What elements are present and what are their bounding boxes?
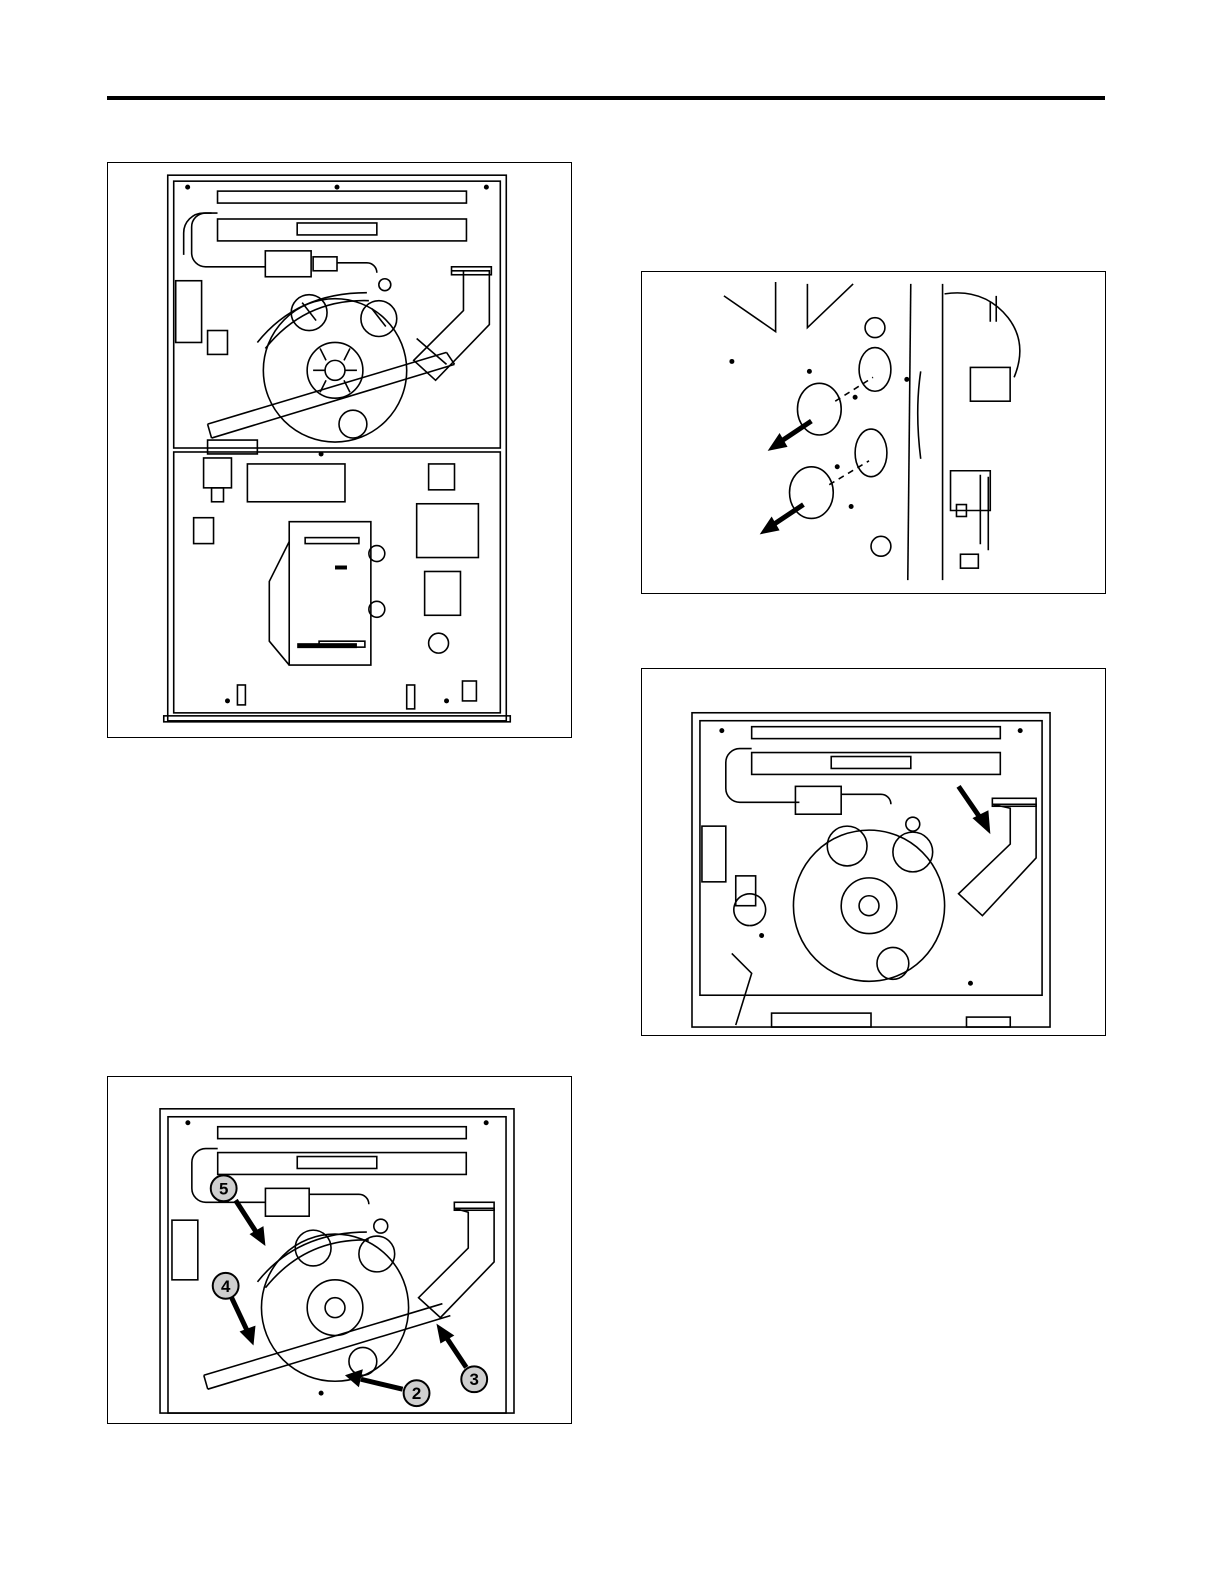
- callout-2-label: 2: [412, 1384, 421, 1403]
- vent-pipe-drawing: [642, 669, 1105, 1035]
- furnace-front-drawing: [108, 163, 571, 737]
- arrow-icon: [959, 786, 991, 834]
- callout-3-label: 3: [470, 1370, 479, 1389]
- numbered-steps-drawing: 5 4 2 3: [108, 1077, 571, 1423]
- callout-5-label: 5: [219, 1179, 228, 1198]
- arrow-icon: [760, 505, 804, 535]
- callout-2: 2: [345, 1369, 430, 1406]
- callout-3: 3: [436, 1324, 487, 1393]
- callout-4: 4: [213, 1273, 256, 1346]
- header-rule: [107, 96, 1105, 100]
- callout-5: 5: [211, 1175, 266, 1246]
- figure-furnace-front: [107, 162, 572, 738]
- figure-vent-pipe: [641, 668, 1106, 1036]
- figure-numbered-steps: 5 4 2 3: [107, 1076, 572, 1424]
- callout-4-label: 4: [221, 1277, 231, 1296]
- vent-knockouts-drawing: [642, 272, 1105, 593]
- arrow-icon: [768, 421, 812, 451]
- figure-vent-knockouts: [641, 271, 1106, 594]
